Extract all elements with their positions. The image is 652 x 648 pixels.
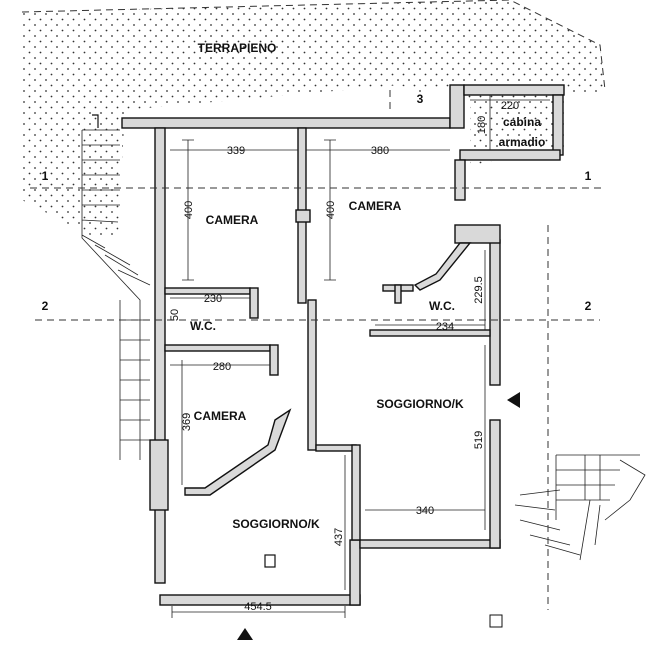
dim-234: 234 bbox=[436, 321, 454, 333]
column-marker-2 bbox=[489, 614, 503, 628]
dim-229-5: 229.5 bbox=[473, 276, 485, 304]
label-wc-right: W.C. bbox=[429, 299, 455, 313]
dim-380: 380 bbox=[371, 145, 389, 157]
entrance-arrow-right bbox=[507, 392, 520, 408]
label-camera-2: CAMERA bbox=[349, 199, 402, 213]
dim-280: 280 bbox=[213, 361, 231, 373]
dim-50: 50 bbox=[169, 309, 181, 321]
label-cabina: cabina bbox=[503, 115, 541, 129]
dim-369: 369 bbox=[181, 413, 193, 431]
terrapieno-area bbox=[22, 0, 605, 240]
dim-400-right: 400 bbox=[325, 201, 337, 219]
column-marker bbox=[264, 554, 276, 568]
label-camera-1: CAMERA bbox=[206, 213, 259, 227]
dim-340: 340 bbox=[416, 505, 434, 517]
label-armadio: armadio bbox=[499, 135, 546, 149]
stair-right bbox=[514, 225, 646, 610]
exterior-walls bbox=[121, 84, 565, 606]
dim-437: 437 bbox=[333, 528, 345, 546]
section-1-left: 1 bbox=[42, 169, 49, 183]
interior-walls bbox=[164, 127, 491, 541]
section-lines bbox=[30, 90, 605, 321]
dim-180: 180 bbox=[476, 116, 488, 134]
label-wc-left: W.C. bbox=[190, 319, 216, 333]
label-soggiorno-right: SOGGIORNO/K bbox=[376, 397, 464, 411]
section-1-right: 1 bbox=[585, 169, 592, 183]
dim-400-left: 400 bbox=[183, 201, 195, 219]
label-soggiorno-left: SOGGIORNO/K bbox=[232, 517, 320, 531]
dim-519: 519 bbox=[473, 431, 485, 449]
label-terrapieno: TERRAPIENO bbox=[198, 41, 277, 55]
section-3: 3 bbox=[417, 92, 424, 106]
dim-230: 230 bbox=[204, 293, 222, 305]
dim-454-5: 454.5 bbox=[244, 601, 272, 613]
label-camera-3: CAMERA bbox=[194, 409, 247, 423]
section-2-left: 2 bbox=[42, 299, 49, 313]
section-2-right: 2 bbox=[585, 299, 592, 313]
dim-339: 339 bbox=[227, 145, 245, 157]
entrance-arrow-bottom bbox=[237, 628, 253, 640]
terrapieno-edge bbox=[21, 0, 606, 91]
dim-220: 220 bbox=[501, 100, 519, 112]
dimension-lines bbox=[170, 95, 550, 618]
